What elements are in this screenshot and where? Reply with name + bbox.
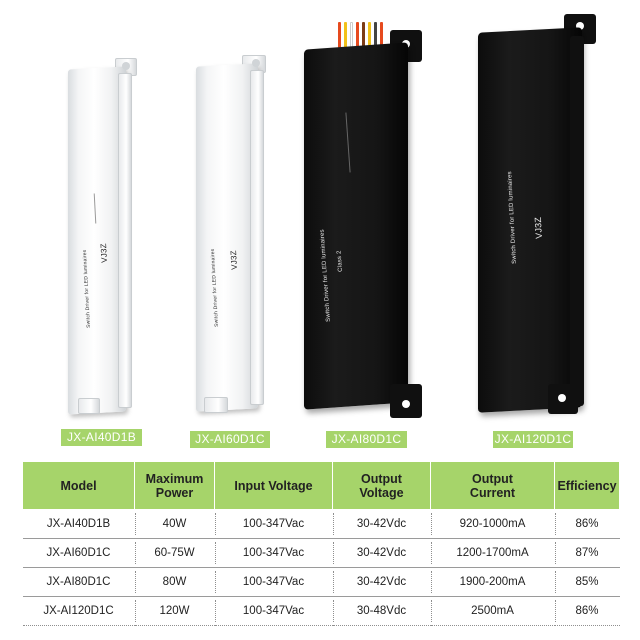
cell-efficiency: 87% — [554, 538, 620, 568]
mounting-flange-bottom — [78, 398, 100, 414]
cell-output-voltage: 30-42Vdc — [332, 567, 431, 597]
cell-maximum-power: 60-75W — [134, 538, 215, 568]
lead-wires — [336, 22, 396, 52]
column-header-model: Model — [22, 461, 135, 510]
mounting-hole — [402, 400, 410, 408]
mounting-flange-side — [250, 70, 264, 405]
column-header-efficiency: Efficiency — [554, 461, 620, 510]
product-image-jx-ai120d1c: Switch Driver for LED luminaires VJ3Z — [472, 14, 602, 419]
spec-table: Model Maximum Power Input Voltage Output… — [22, 461, 620, 626]
column-header-output-voltage: Output Voltage — [332, 461, 431, 510]
driver-print-mark: VJ3Z — [532, 216, 544, 239]
cell-output-current: 2500mA — [430, 596, 555, 626]
product-image-jx-ai60d1c: Switch Driver for LED luminaires VJ3Z — [190, 55, 280, 417]
cell-input-voltage: 100-347Vac — [214, 538, 333, 568]
column-header-maximum-power-text: Maximum Power — [145, 471, 204, 500]
cell-maximum-power: 80W — [134, 567, 215, 597]
table-row: JX-AI40D1B 40W 100-347Vac 30-42Vdc 920-1… — [22, 509, 620, 539]
cell-efficiency: 86% — [554, 596, 620, 626]
cell-output-current: 1200-1700mA — [430, 538, 555, 568]
driver-housing — [196, 63, 258, 412]
table-row: JX-AI60D1C 60-75W 100-347Vac 30-42Vdc 12… — [22, 538, 620, 568]
table-row: JX-AI120D1C 120W 100-347Vac 30-48Vdc 250… — [22, 596, 620, 626]
cell-model: JX-AI80D1C — [22, 567, 135, 597]
cell-efficiency: 86% — [554, 509, 620, 539]
mounting-flange-side — [570, 36, 584, 406]
cell-input-voltage: 100-347Vac — [214, 509, 333, 539]
cell-maximum-power: 120W — [134, 596, 215, 626]
cell-output-current: 1900-200mA — [430, 567, 555, 597]
model-tag-jx-ai60d1c: JX-AI60D1C — [190, 431, 270, 448]
mounting-flange-bottom — [204, 397, 228, 413]
driver-print-mark: VJ3Z — [228, 250, 239, 270]
cell-efficiency: 85% — [554, 567, 620, 597]
model-tag-jx-ai80d1c: JX-AI80D1C — [326, 431, 407, 448]
cell-output-voltage: 30-42Vdc — [332, 509, 431, 539]
product-image-jx-ai40d1b: Switch Driver for LED luminaires VJ3Z — [60, 58, 150, 418]
mounting-hole — [576, 22, 584, 30]
driver-print-mark: VJ3Z — [98, 243, 109, 263]
column-header-maximum-power: Maximum Power — [134, 461, 215, 510]
driver-housing — [478, 27, 582, 413]
table-header-row: Model Maximum Power Input Voltage Output… — [22, 461, 620, 510]
mounting-hole — [122, 62, 130, 70]
column-header-input-voltage: Input Voltage — [214, 461, 333, 510]
cell-maximum-power: 40W — [134, 509, 215, 539]
cell-output-voltage: 30-42Vdc — [332, 538, 431, 568]
cell-input-voltage: 100-347Vac — [214, 567, 333, 597]
cell-model: JX-AI60D1C — [22, 538, 135, 568]
cell-output-current: 920-1000mA — [430, 509, 555, 539]
model-tag-jx-ai120d1c: JX-AI120D1C — [493, 431, 573, 448]
mounting-flange-side — [118, 73, 132, 408]
column-header-output-current: Output Current — [430, 461, 555, 510]
mounting-hole — [558, 394, 566, 402]
table-row: JX-AI80D1C 80W 100-347Vac 30-42Vdc 1900-… — [22, 567, 620, 597]
product-image-jx-ai80d1c: Switch Driver for LED luminaires Class 2 — [298, 22, 428, 422]
cell-input-voltage: 100-347Vac — [214, 596, 333, 626]
model-tag-jx-ai40d1b: JX-AI40D1B — [61, 429, 142, 446]
column-header-output-current-text: Output Current — [469, 471, 516, 500]
cell-model: JX-AI120D1C — [22, 596, 135, 626]
column-header-output-voltage-text: Output Voltage — [359, 471, 404, 500]
driver-housing — [304, 42, 408, 410]
cell-output-voltage: 30-48Vdc — [332, 596, 431, 626]
mounting-hole — [252, 59, 260, 67]
cell-model: JX-AI40D1B — [22, 509, 135, 539]
product-gallery: Switch Driver for LED luminaires VJ3Z JX… — [60, 14, 602, 448]
